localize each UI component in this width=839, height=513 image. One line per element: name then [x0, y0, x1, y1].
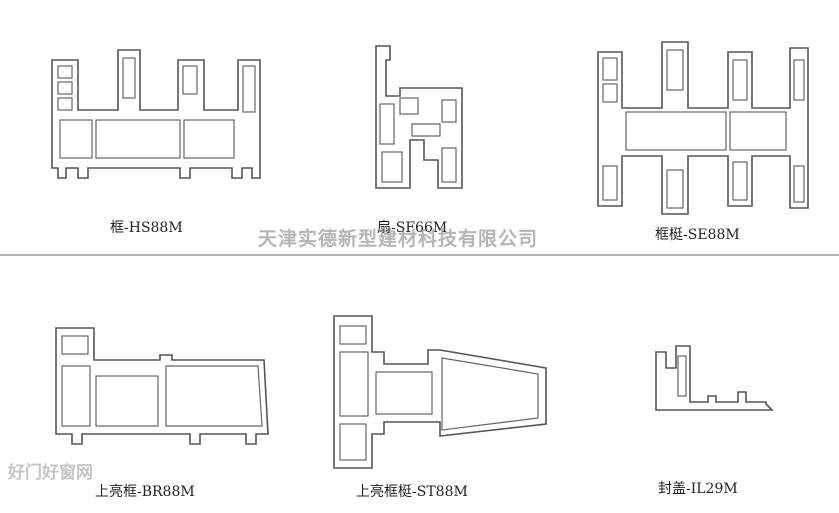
profile-transom-mullion-st88m: [333, 315, 547, 469]
profile-transom-frame-br88m: [55, 327, 269, 445]
profile-label-cover-il29m: 封盖-IL29M: [658, 481, 738, 497]
site-watermark: 好门好窗网: [8, 463, 93, 483]
profile-sash-sf66m: [375, 45, 463, 189]
profile-frame-hs88m: [51, 49, 261, 179]
profile-label-mullion-se88m: 框梃-SE88M: [655, 227, 740, 243]
profile-label-transom-mullion-st88m: 上亮框梃-ST88M: [356, 484, 468, 500]
profile-label-sash-sf66m: 扇-SF66M: [377, 220, 448, 236]
profile-label-frame-hs88m: 框-HS88M: [110, 220, 183, 236]
profile-mullion-se88m: [597, 41, 809, 215]
profile-label-transom-frame-br88m: 上亮框-BR88M: [95, 484, 195, 500]
profile-cover-il29m: [655, 345, 774, 411]
company-watermark: 天津实德新型建材科技有限公司: [258, 228, 539, 250]
